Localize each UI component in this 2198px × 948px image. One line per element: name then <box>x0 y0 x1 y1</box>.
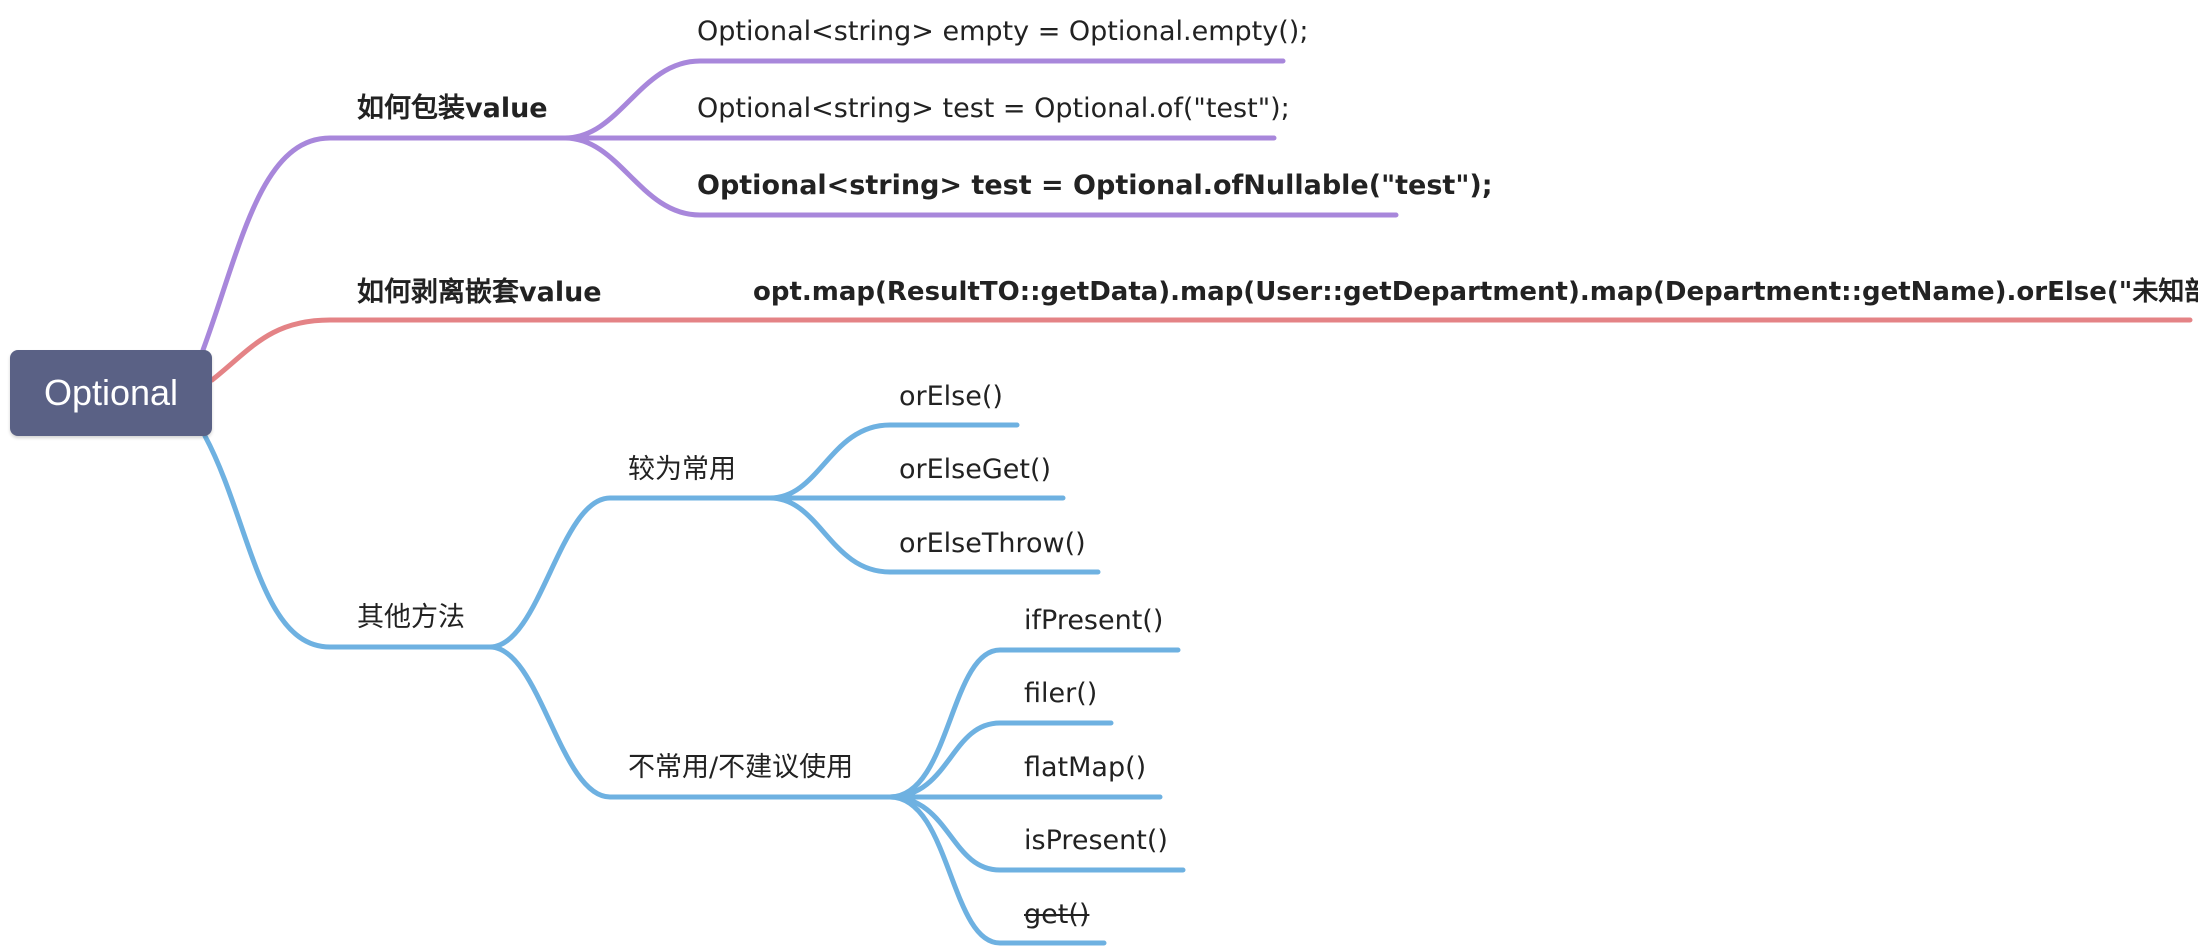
topic-uncommon-not-recommended[interactable]: 不常用/不建议使用 <box>628 752 854 783</box>
topic-optional-of[interactable]: Optional<string> test = Optional.of("tes… <box>697 93 1290 124</box>
topic-commonly-used[interactable]: 较为常用 <box>628 454 736 485</box>
connector-uncommon-get <box>887 794 1107 946</box>
topic-orelsethrow[interactable]: orElseThrow() <box>899 528 1086 559</box>
topic-orelseget[interactable]: orElseGet() <box>899 454 1052 485</box>
topic-get-deprecated[interactable]: get() <box>1024 899 1090 930</box>
connector-common-orelse <box>767 422 1020 501</box>
connector-root-unwrap <box>209 317 2193 383</box>
topic-map-chain-example[interactable]: opt.map(ResultTO::getData).map(User::get… <box>753 277 2198 307</box>
connector-wrap-empty <box>562 58 1286 141</box>
topic-optional-empty[interactable]: Optional<string> empty = Optional.empty(… <box>697 16 1309 47</box>
connector-uncommon-ifpresent <box>887 647 1181 800</box>
topic-optional-ofnullable[interactable]: Optional<string> test = Optional.ofNulla… <box>697 170 1493 201</box>
connector-uncommon-ispresent <box>887 794 1186 873</box>
connector-other-common <box>487 495 773 650</box>
connector-root-other <box>202 433 493 650</box>
topic-orelse[interactable]: orElse() <box>899 381 1003 412</box>
topic-wrap-value[interactable]: 如何包装value <box>357 93 548 124</box>
topic-flatmap[interactable]: flatMap() <box>1024 752 1147 783</box>
root-node-label: Optional <box>43 372 179 413</box>
connector-wrap-ofnullable <box>562 135 1399 218</box>
connector-uncommon-filer <box>887 720 1114 800</box>
root-node-optional[interactable]: Optional <box>10 350 212 436</box>
topic-ispresent[interactable]: isPresent() <box>1024 825 1168 856</box>
connector-root-wrap <box>200 135 568 353</box>
topic-ifpresent[interactable]: ifPresent() <box>1024 605 1164 636</box>
topic-unwrap-nested-value[interactable]: 如何剥离嵌套value <box>357 277 602 308</box>
connector-other-uncommon <box>487 644 893 800</box>
topic-filer[interactable]: filer() <box>1024 678 1098 709</box>
topic-other-methods[interactable]: 其他方法 <box>357 602 465 633</box>
connector-common-orelsethrow <box>767 495 1101 575</box>
